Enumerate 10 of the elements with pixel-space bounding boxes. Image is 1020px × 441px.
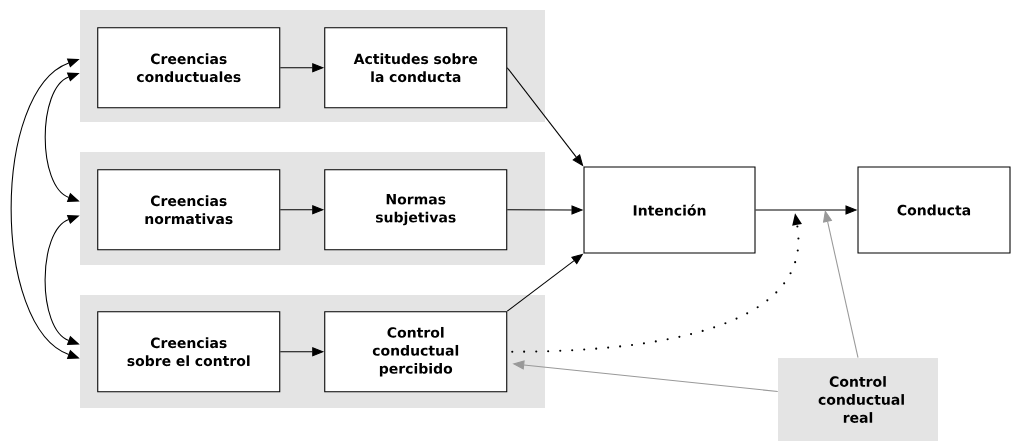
process-box: Creencias normativas bbox=[97, 169, 281, 251]
process-box: Control conductual percibido bbox=[324, 311, 508, 393]
process-box: Intención bbox=[583, 166, 756, 254]
process-box: Normas subjetivas bbox=[324, 169, 508, 251]
process-box: Conducta bbox=[857, 166, 1011, 254]
arrow bbox=[822, 210, 859, 359]
note-box: Control conductual real bbox=[778, 358, 938, 441]
process-box: Actitudes sobre la conducta bbox=[324, 27, 508, 109]
process-box: Creencias conductuales bbox=[97, 27, 281, 109]
process-box: Creencias sobre el control bbox=[97, 311, 281, 393]
